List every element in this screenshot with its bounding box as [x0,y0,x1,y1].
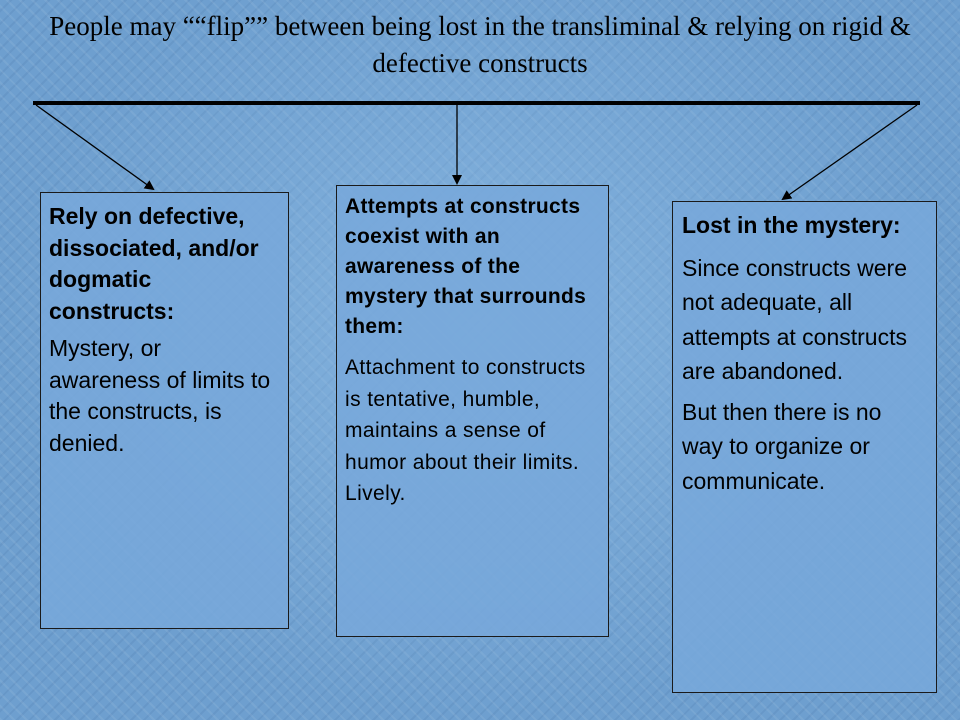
box-left-heading: Rely on defective, dissociated, and/or d… [49,203,259,324]
box-coexist-with-mystery: Attempts at constructs coexist with an a… [336,185,609,637]
arrow-to-right-box [781,104,918,201]
box-rely-on-constructs: Rely on defective, dissociated, and/or d… [40,192,289,629]
box-left-body: Mystery, or awareness of limits to the c… [49,335,271,456]
box-middle-body: Attachment to constructs is tentative, h… [345,356,586,505]
box-lost-in-mystery: Lost in the mystery: Since constructs we… [672,201,937,693]
slide-title: People may ““flip”” between being lost i… [49,11,911,78]
box-right-body-1: Since constructs were not adequate, all … [682,254,907,385]
box-middle-heading: Attempts at constructs coexist with an a… [345,195,587,338]
box-right-body-2: But then there is no way to organize or … [682,398,882,494]
arrow-to-left-box [35,104,155,191]
box-right-heading: Lost in the mystery: [682,212,901,238]
